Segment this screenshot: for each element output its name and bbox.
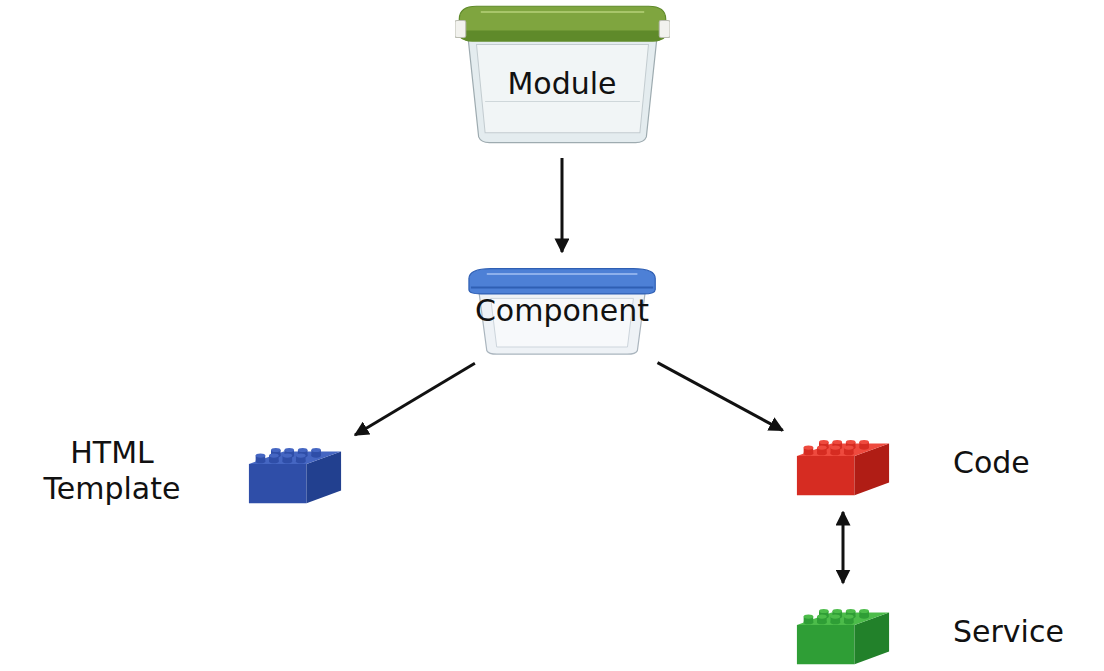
component-container: Component: [463, 266, 661, 356]
lego-brick: [795, 428, 891, 498]
lego-brick: [795, 597, 891, 667]
code-brick: Code: [795, 428, 891, 498]
html-template-brick: HTML Template: [247, 436, 343, 506]
arrow-connector: [560, 158, 563, 252]
container-label: Component: [463, 293, 661, 329]
brick-label: Service: [953, 614, 1103, 650]
arrow-connector: [657, 363, 782, 431]
module-container: Module: [455, 2, 670, 144]
arrow-connector: [355, 363, 475, 435]
brick-label: HTML Template: [32, 435, 192, 507]
service-brick: Service: [795, 597, 891, 667]
container-label: Module: [455, 66, 670, 102]
arrow-connector: [842, 512, 845, 583]
brick-label: Code: [953, 445, 1083, 481]
lego-brick: [247, 436, 343, 506]
